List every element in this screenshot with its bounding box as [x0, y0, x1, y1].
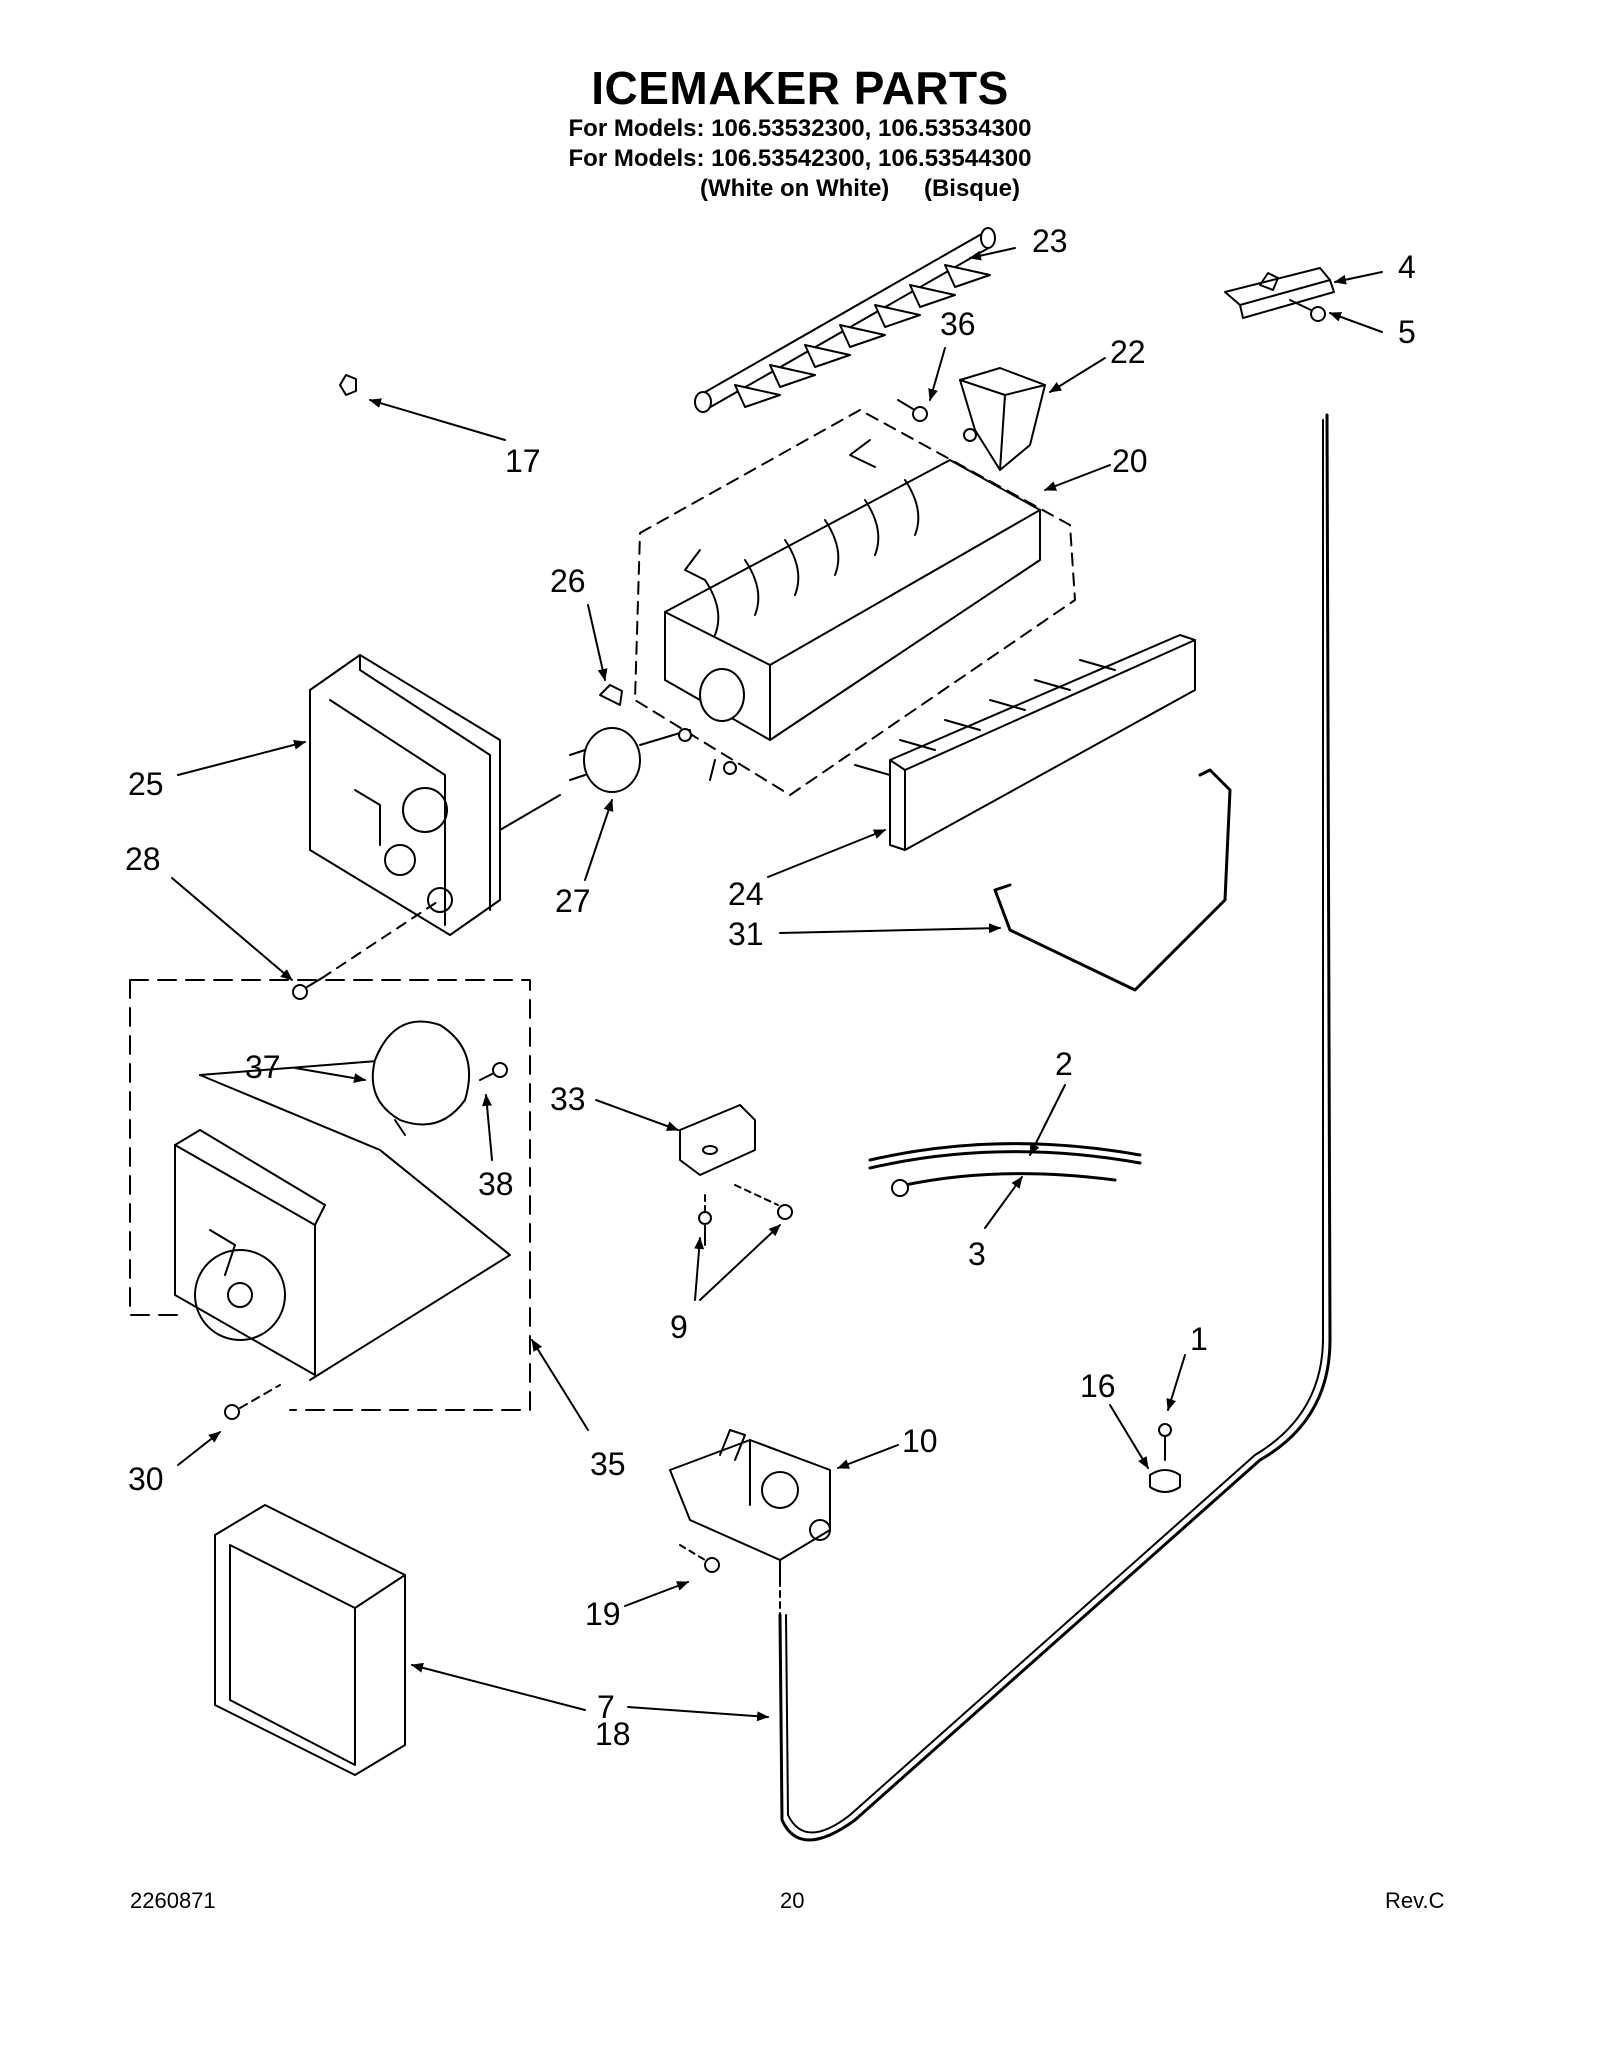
part-26-clip — [599, 684, 623, 706]
callout-9: 9 — [670, 1309, 688, 1345]
models-line-1: For Models: 106.53532300, 106.53534300 — [568, 115, 1032, 142]
callout-35: 35 — [590, 1446, 626, 1482]
callout-16: 16 — [1080, 1368, 1116, 1404]
models-line-2: For Models: 106.53542300, 106.53544300 — [568, 145, 1032, 172]
part-2-tube — [868, 1142, 1142, 1170]
callout-20: 20 — [1112, 443, 1148, 479]
callout-7: 7 — [597, 1689, 615, 1725]
color-white: (White on White) — [700, 175, 890, 202]
callout-labels: 23 4 5 36 22 17 20 26 25 28 27 24 31 2 3… — [125, 223, 1416, 1752]
revision: Rev.C — [1385, 1888, 1445, 1913]
part-22-fill-cup — [959, 367, 1046, 471]
callout-26: 26 — [550, 563, 586, 599]
part-37-motor — [371, 1020, 471, 1136]
part-7-water-tube — [778, 413, 1332, 1842]
callout-2: 2 — [1055, 1046, 1073, 1082]
part-18-cover — [214, 1504, 406, 1776]
callout-3: 3 — [968, 1236, 986, 1272]
callout-17: 17 — [505, 443, 541, 479]
callout-19: 19 — [585, 1596, 621, 1632]
header: ICEMAKER PARTS For Models: 106.53532300,… — [0, 62, 1600, 204]
callout-22: 22 — [1110, 334, 1146, 370]
part-9-screws — [698, 1184, 793, 1246]
color-variants: (White on White) (Bisque) — [120, 174, 1600, 204]
callout-36: 36 — [940, 306, 976, 342]
doc-number: 2260871 — [130, 1888, 216, 1913]
leader-lines — [171, 247, 1383, 1722]
callout-33: 33 — [550, 1081, 586, 1117]
part-20-mold — [634, 409, 1076, 796]
page-number: 20 — [780, 1888, 805, 1913]
part-23-ejector — [694, 227, 996, 413]
part-31-wire-arm — [993, 768, 1232, 992]
part-19-screw — [679, 1544, 720, 1573]
callout-4: 4 — [1398, 249, 1416, 285]
part-16-clamp — [1149, 1469, 1181, 1493]
part-24-stripper — [854, 634, 1196, 851]
part-25-housing — [309, 654, 561, 936]
callout-30: 30 — [128, 1461, 164, 1497]
part-36-screw — [897, 399, 928, 422]
callout-25: 25 — [128, 766, 164, 802]
callout-24: 24 — [728, 876, 764, 912]
part-28-screw — [292, 899, 441, 1000]
callout-28: 28 — [125, 841, 161, 877]
callout-1: 1 — [1190, 1321, 1208, 1357]
color-bisque: (Bisque) — [923, 175, 1020, 202]
part-5-screw — [1289, 299, 1326, 322]
part-27-thermostat — [569, 727, 641, 793]
part-17-clip — [339, 374, 357, 396]
callout-18: 18 — [595, 1716, 631, 1752]
part-10-valve — [669, 1429, 831, 1621]
part-38-screw — [479, 1062, 508, 1081]
part-3-tube — [891, 1172, 1117, 1197]
callout-38: 38 — [478, 1166, 514, 1202]
part-35-module-assembly — [129, 979, 531, 1411]
callout-10: 10 — [902, 1423, 938, 1459]
callout-37: 37 — [245, 1049, 281, 1085]
part-30-screw — [224, 1384, 281, 1420]
callout-5: 5 — [1398, 314, 1416, 350]
callout-31: 31 — [728, 916, 764, 952]
callout-27: 27 — [555, 883, 591, 919]
page-title: ICEMAKER PARTS — [591, 62, 1009, 114]
callout-23: 23 — [1032, 223, 1068, 259]
part-1-screw — [1158, 1423, 1172, 1461]
part-4-bracket — [1224, 267, 1335, 319]
part-33-cover — [679, 1104, 756, 1176]
